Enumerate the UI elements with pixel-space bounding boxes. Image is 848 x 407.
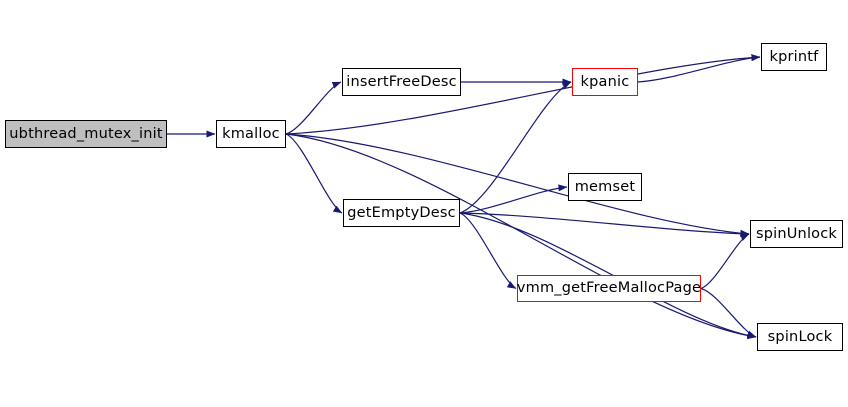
graph-node-spinLock[interactable]: spinLock (757, 323, 843, 351)
graph-node-spinUnlock[interactable]: spinUnlock (750, 220, 843, 248)
graph-edge-vmm_getFreeMallocPage-to-spinUnlock (700, 233, 750, 290)
graph-node-label: ubthread_mutex_init (9, 125, 163, 142)
graph-edge-getEmptyDesc-to-spinLock (459, 212, 757, 339)
graph-edge-kmalloc-to-insertFreeDesc (285, 81, 342, 135)
graph-node-label: spinLock (767, 328, 833, 345)
graph-node-label: spinUnlock (755, 225, 838, 242)
graph-node-label: vmm_getFreeMallocPage (516, 280, 702, 297)
graph-edge-getEmptyDesc-to-vmm_getFreeMallocPage (459, 212, 517, 290)
graph-node-label: insertFreeDesc (346, 73, 457, 90)
graph-node-getEmptyDesc[interactable]: getEmptyDesc (343, 199, 460, 227)
graph-node-label: kmalloc (222, 125, 280, 142)
graph-node-label: memset (574, 178, 636, 195)
graph-node-kprintf[interactable]: kprintf (761, 43, 827, 71)
graph-edge-vmm_getFreeMallocPage-to-spinLock (700, 287, 757, 338)
graph-edge-kmalloc-to-spinLock (285, 133, 757, 340)
graph-edge-getEmptyDesc-to-spinUnlock (459, 212, 750, 238)
graph-node-label: getEmptyDesc (347, 204, 456, 221)
graph-edge-kmalloc-to-kprintf (285, 54, 761, 135)
graph-node-kpanic[interactable]: kpanic (572, 68, 638, 96)
graph-node-label: kpanic (580, 73, 630, 90)
graph-node-label: kprintf (769, 48, 819, 65)
graph-edge-kmalloc-to-spinUnlock (285, 133, 750, 237)
graph-edge-kpanic-to-kprintf (637, 54, 761, 83)
graph-node-kmalloc[interactable]: kmalloc (216, 120, 286, 148)
graph-edge-kmalloc-to-getEmptyDesc (285, 133, 343, 214)
graph-edge-getEmptyDesc-to-kpanic (459, 81, 572, 214)
graph-node-memset[interactable]: memset (568, 173, 642, 201)
graph-node-insertFreeDesc[interactable]: insertFreeDesc (342, 68, 461, 96)
graph-edge-getEmptyDesc-to-memset (459, 184, 568, 214)
graph-node-ubthread_mutex_init[interactable]: ubthread_mutex_init (5, 120, 167, 148)
graph-node-vmm_getFreeMallocPage[interactable]: vmm_getFreeMallocPage (517, 275, 701, 302)
